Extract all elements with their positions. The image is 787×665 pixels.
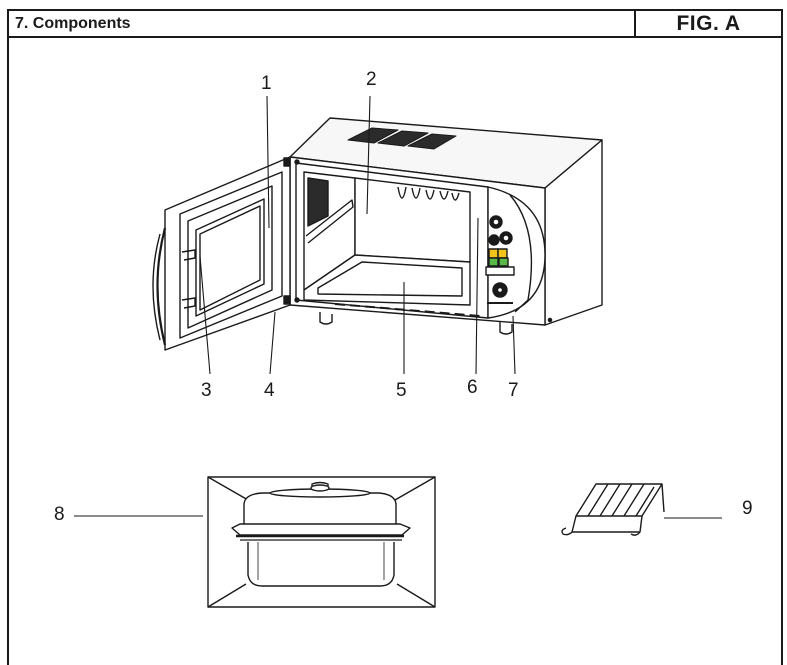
callout-7: 7 [508, 380, 519, 401]
section-title: 7. Components [15, 15, 131, 32]
callout-3: 3 [201, 380, 212, 401]
top-vents [347, 127, 457, 150]
callout-leaders [74, 95, 722, 519]
microwave-door [152, 156, 291, 351]
callout-4: 4 [264, 380, 275, 401]
oven-cavity [303, 171, 481, 317]
figure-frame: 7. Components FIG. A [7, 9, 783, 665]
callout-1: 1 [261, 73, 272, 94]
figure-label-box: FIG. A [634, 11, 781, 36]
callout-5: 5 [396, 380, 407, 401]
callout-2: 2 [366, 69, 377, 90]
callout-9: 9 [742, 498, 753, 519]
figure-label: FIG. A [676, 12, 741, 35]
steamer-container [207, 476, 436, 608]
callout-6: 6 [467, 377, 478, 398]
grill-rack [561, 483, 665, 536]
control-panel [485, 186, 546, 319]
header-bar: 7. Components FIG. A [9, 11, 781, 38]
callout-8: 8 [54, 504, 65, 525]
